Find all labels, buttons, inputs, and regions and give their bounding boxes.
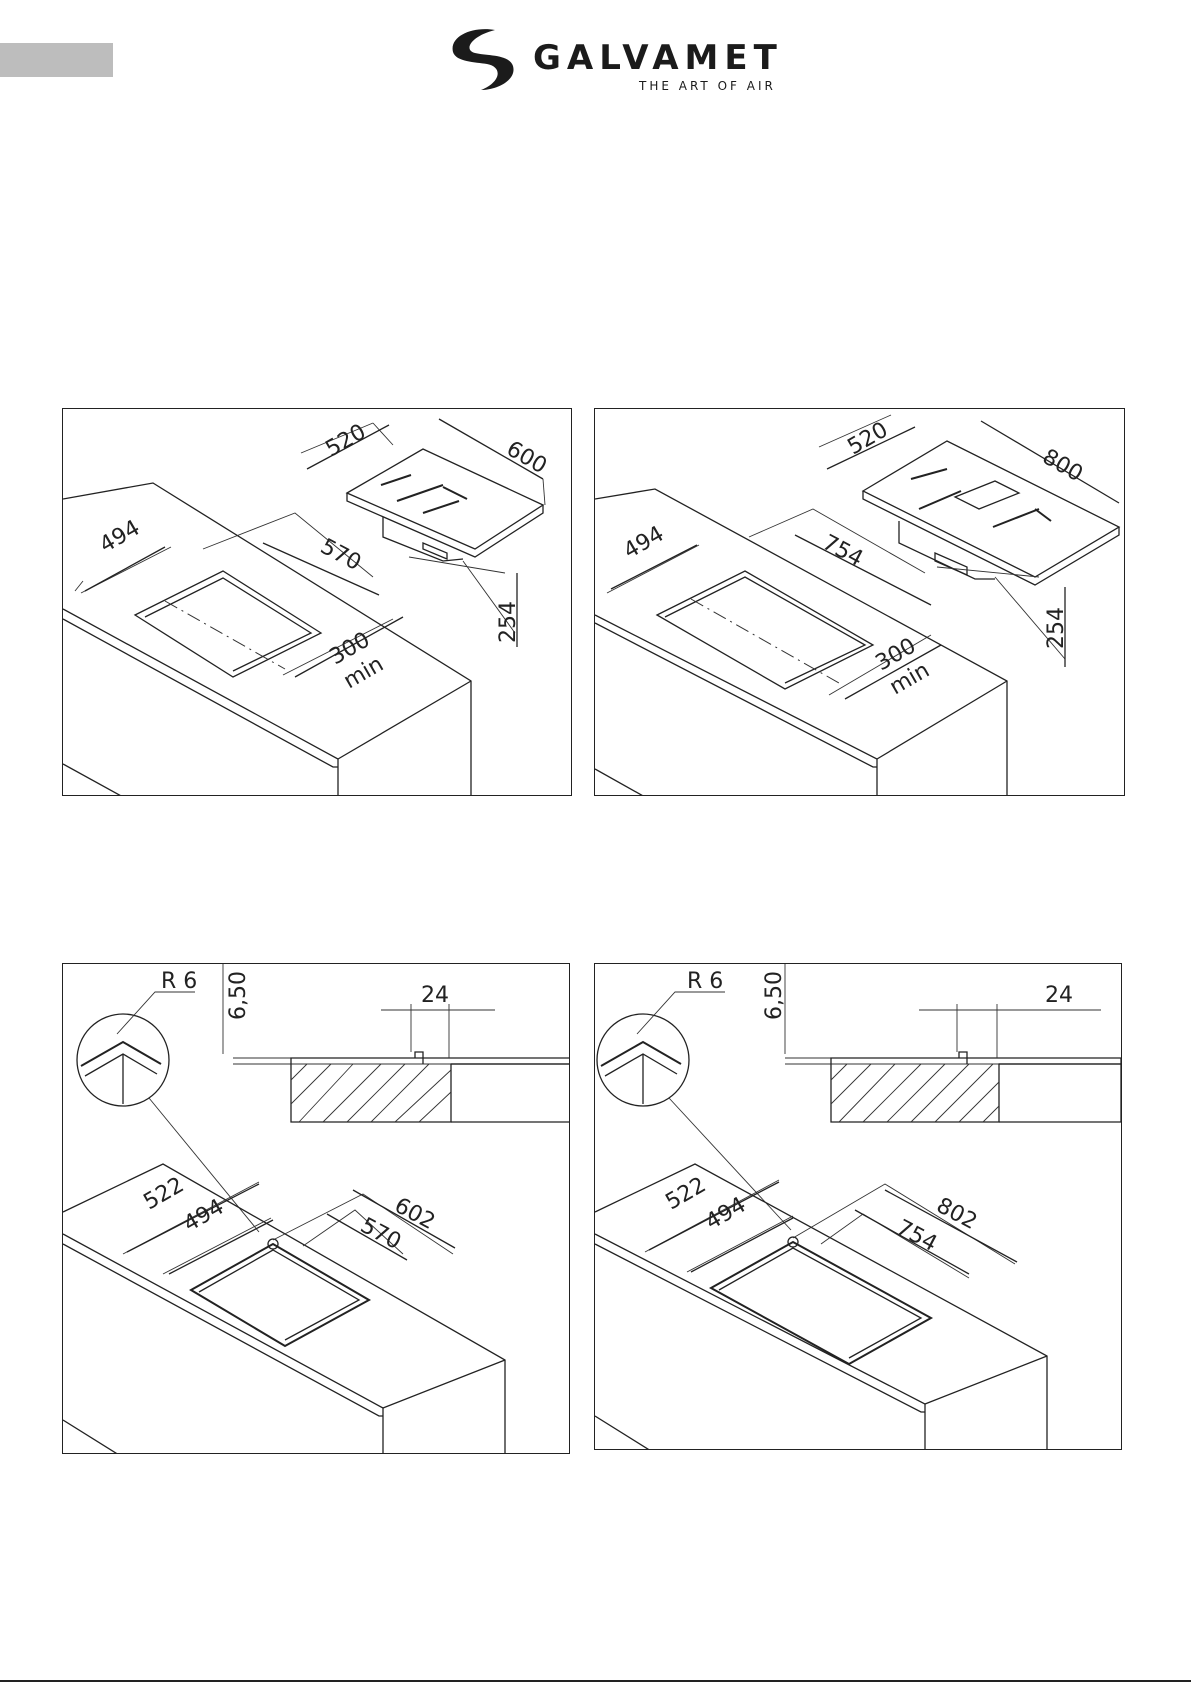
hob-80-drawing: [595, 409, 1125, 796]
figure-flush-80-cutout: R 6 6,50 24 522 494 802 754: [594, 963, 1122, 1450]
swirl-logo-icon: [443, 24, 523, 96]
page-bottom-rule: [0, 1680, 1191, 1682]
figure-flush-60-cutout: R 6 6,50 24 522 494 602 570: [62, 963, 570, 1454]
figure-hob-80-installation: 494 754 520 800 254 300 min: [594, 408, 1125, 796]
brand-logo: GALVAMET THE ART OF AIR: [443, 24, 783, 96]
brand-name: GALVAMET: [533, 38, 783, 78]
figure-hob-60-installation: 494 570 520 600 254 300 min: [62, 408, 572, 796]
brand-tagline: THE ART OF AIR: [639, 79, 776, 93]
page-tab-marker: [0, 43, 113, 77]
flush-60-drawing: [63, 964, 570, 1454]
hob-60-drawing: [63, 409, 572, 796]
flush-80-drawing: [595, 964, 1122, 1450]
